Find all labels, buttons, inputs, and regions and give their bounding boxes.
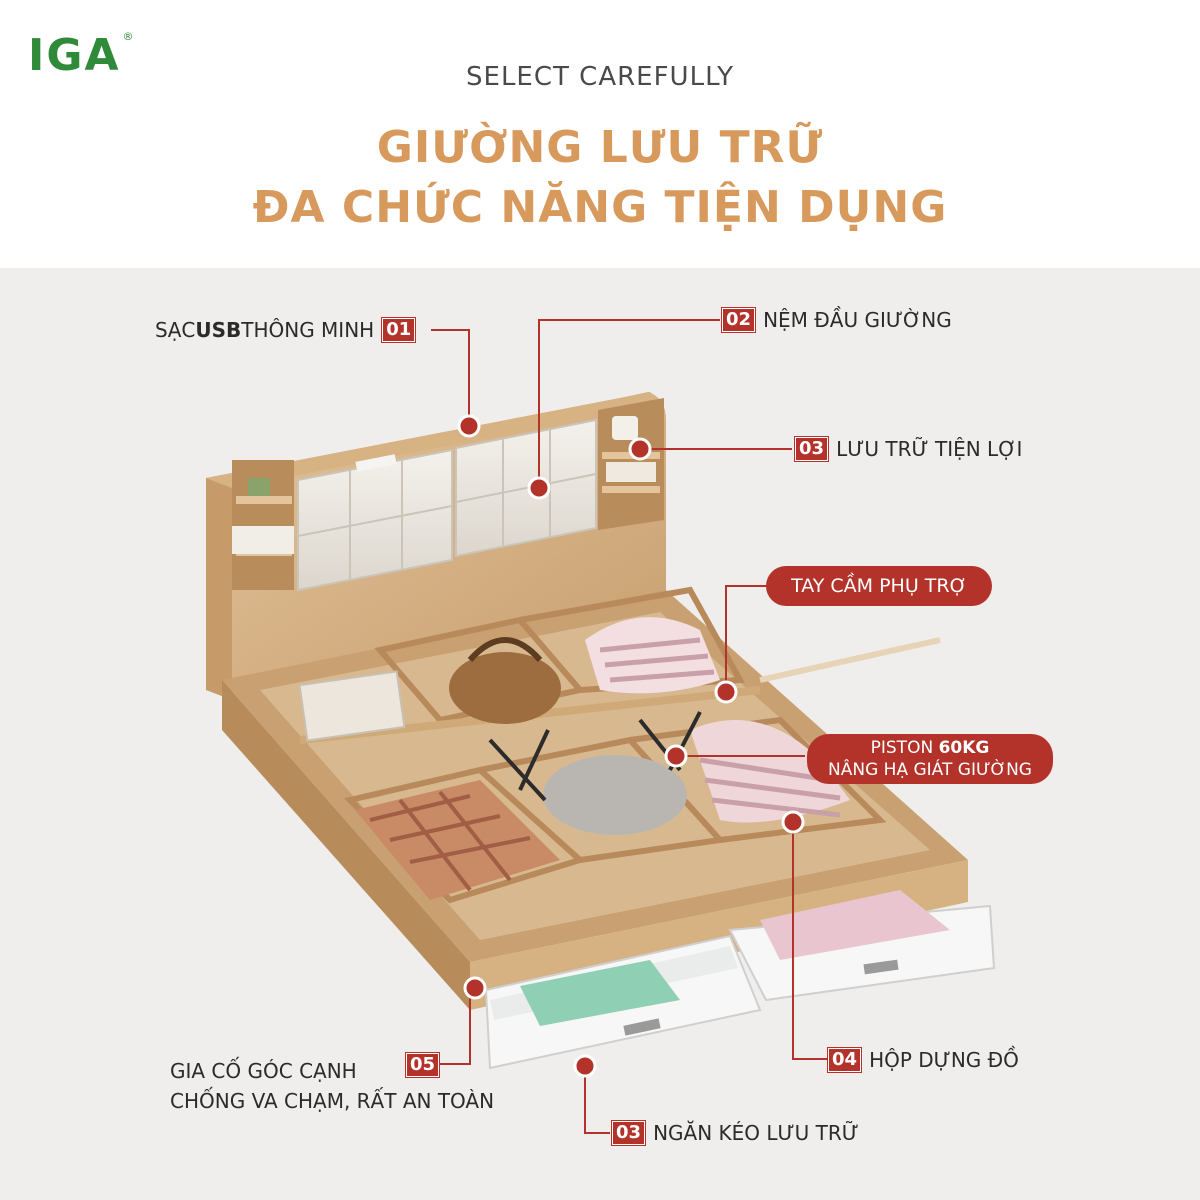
- storage-contents: [298, 617, 850, 900]
- callout-cushion-text: NỆM ĐẦU GIƯỜNG: [763, 308, 952, 332]
- callout-corner-number: 05: [404, 1052, 441, 1078]
- callout-dots: [457, 414, 805, 1078]
- callout-handle: TAY CẦM PHỤ TRỢ: [766, 566, 992, 606]
- callout-usb-post: THÔNG MINH: [241, 318, 375, 342]
- callout-usb-number: 01: [381, 317, 417, 343]
- title-line-1: GIƯỜNG LƯU TRỮ: [376, 122, 824, 173]
- headboard-cushions: [297, 418, 597, 592]
- callout-lines: [431, 319, 828, 1134]
- right-shelves: [598, 398, 664, 530]
- logo-text: IGA: [28, 30, 121, 81]
- callout-drawer-number: 03: [610, 1120, 647, 1146]
- brand-logo: IGA ®: [28, 30, 134, 81]
- callout-piston-pre: PISTON: [870, 738, 939, 758]
- callout-drawer: 03 NGĂN KÉO LƯU TRỮ: [610, 1120, 859, 1146]
- usb-port: [355, 454, 397, 472]
- callout-drawer-text: NGĂN KÉO LƯU TRỮ: [653, 1121, 859, 1145]
- lift-board: [759, 637, 941, 683]
- callout-usb-bold: USB: [195, 318, 242, 342]
- eyebrow-heading: SELECT CAREFULLY: [466, 62, 734, 92]
- callout-storage-text: LƯU TRỮ TIỆN LỢI: [836, 437, 1023, 461]
- callout-corner: GIA CỐ GÓC CẠNH CHỐNG VA CHẠM, RẤT AN TO…: [170, 1056, 494, 1116]
- callout-piston-bold: 60KG: [938, 738, 990, 758]
- title-line-2: ĐA CHỨC NĂNG TIỆN DỤNG: [252, 182, 948, 233]
- header-area: [0, 0, 1200, 268]
- callout-corner-line1: GIA CỐ GÓC CẠNH: [170, 1059, 357, 1083]
- callout-box-number: 04: [826, 1047, 863, 1073]
- left-shelves: [232, 460, 294, 590]
- registered-mark: ®: [122, 30, 134, 43]
- callout-piston-line2: NÂNG HẠ GIÁT GIƯỜNG: [828, 760, 1032, 780]
- callout-storage-number: 03: [793, 436, 830, 462]
- callout-cushion: 02 NỆM ĐẦU GIƯỜNG: [720, 307, 952, 333]
- callout-usb: SẠC USB THÔNG MINH 01: [155, 317, 417, 343]
- callout-cushion-number: 02: [720, 307, 757, 333]
- callout-piston: PISTON 60KG NÂNG HẠ GIÁT GIƯỜNG: [807, 734, 1053, 784]
- callout-storage: 03 LƯU TRỮ TIỆN LỢI: [793, 436, 1023, 462]
- callout-box-text: HỘP DỰNG ĐỒ: [869, 1048, 1019, 1072]
- callout-corner-line2: CHỐNG VA CHẠM, RẤT AN TOÀN: [170, 1089, 495, 1113]
- drawer-right: [728, 890, 996, 1002]
- drawer-left: [484, 934, 762, 1070]
- callout-corner-number-wrap: 05: [404, 1052, 441, 1078]
- callout-usb-pre: SẠC: [155, 318, 196, 342]
- callout-box: 04 HỘP DỰNG ĐỒ: [826, 1047, 1019, 1073]
